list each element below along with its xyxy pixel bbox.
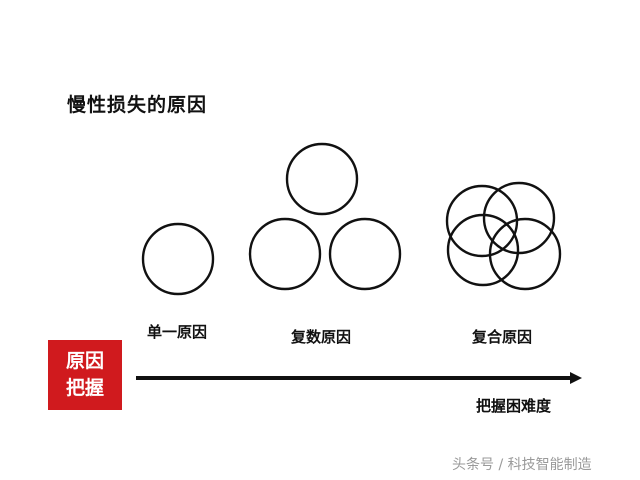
multiple-cause-circle-left <box>248 217 322 291</box>
single-cause-circle <box>141 222 215 296</box>
badge-line-2: 把握 <box>65 377 104 399</box>
watermark: 头条号 / 科技智能制造 <box>452 457 592 473</box>
multiple-cause-circle-right <box>328 217 402 291</box>
compound-cause-circle-4 <box>488 217 562 291</box>
badge-line-1: 原因 <box>65 350 104 372</box>
compound-cause-label: 复合原因 <box>472 328 533 346</box>
single-cause-group <box>141 222 215 296</box>
difficulty-arrow <box>136 372 582 384</box>
single-cause-label: 单一原因 <box>147 323 208 341</box>
compound-cause-group <box>445 181 562 291</box>
diagram-title: 慢性损失的原因 <box>67 94 208 116</box>
arrow-head <box>570 372 582 384</box>
multiple-cause-circle-top <box>285 142 359 216</box>
multiple-cause-label: 复数原因 <box>291 328 352 346</box>
multiple-cause-group <box>248 142 402 291</box>
compound-cause-circle-1 <box>445 184 519 258</box>
cause-grasp-badge: 原因 把握 <box>48 340 122 410</box>
difficulty-axis-label: 把握困难度 <box>476 397 552 415</box>
compound-cause-circle-3 <box>446 213 520 287</box>
